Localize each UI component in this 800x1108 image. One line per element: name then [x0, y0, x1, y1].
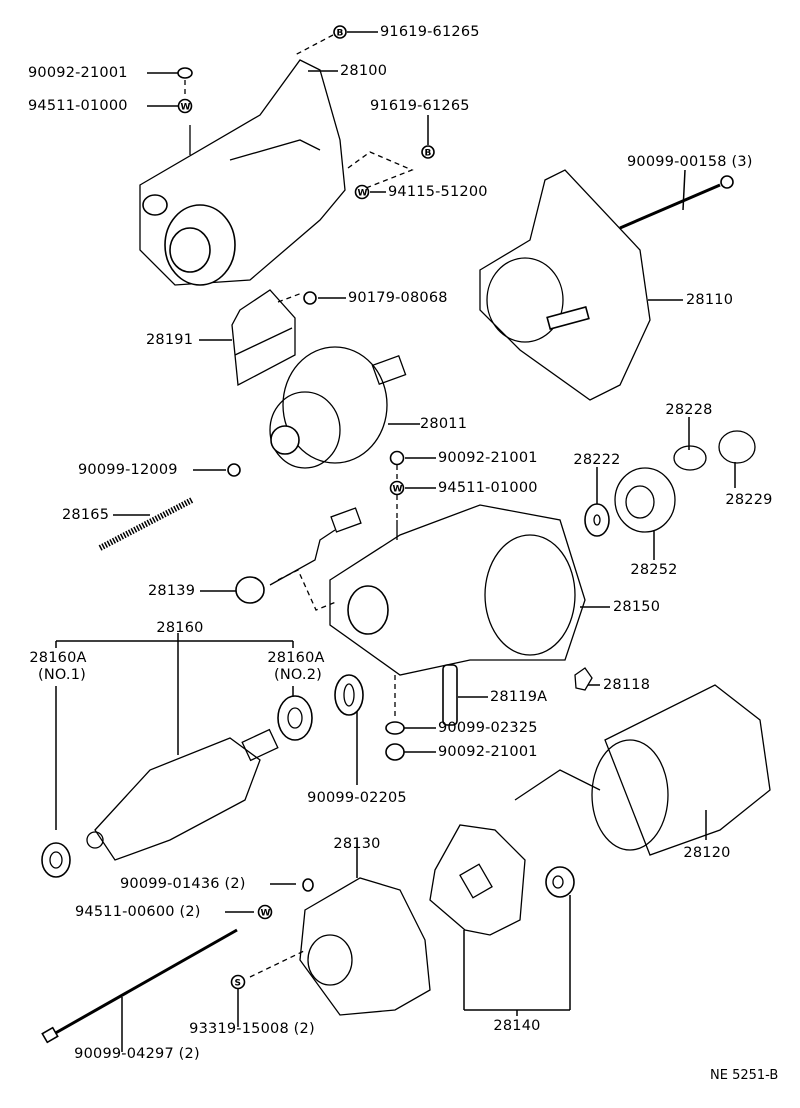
part-28130-end-frame[interactable]	[299, 877, 431, 1016]
label-90179-08068[interactable]: 90179-08068	[348, 290, 448, 306]
label-28160A-no1-sub[interactable]: (NO.1)	[37, 667, 87, 683]
part-28160A-no1-bearing[interactable]	[41, 842, 71, 878]
washer-marker-icon: W	[358, 189, 368, 199]
label-94511-01000-mid[interactable]: 94511-01000	[438, 480, 538, 496]
label-28100[interactable]: 28100	[340, 63, 388, 79]
part-28222-washer[interactable]	[584, 503, 610, 537]
label-28228[interactable]: 28228	[665, 402, 713, 418]
label-28165[interactable]: 28165	[62, 507, 110, 523]
label-90099-00158[interactable]: 90099-00158 (3)	[627, 154, 753, 170]
label-28222[interactable]: 28222	[573, 452, 621, 468]
part-28150-solenoid-housing[interactable]	[329, 504, 586, 676]
label-94115-51200[interactable]: 94115-51200	[388, 184, 488, 200]
label-90099-01436[interactable]: 90099-01436 (2)	[120, 876, 246, 892]
diagram-reference-code: NE 5251-B	[710, 1068, 779, 1083]
label-90099-02325[interactable]: 90099-02325	[438, 720, 538, 736]
part-28160-armature[interactable]	[86, 728, 279, 861]
label-28160A-no2[interactable]: 28160A	[267, 650, 325, 666]
part-28252-gear[interactable]	[614, 467, 676, 533]
part-28100-starter-assembly[interactable]	[139, 59, 346, 286]
label-28011[interactable]: 28011	[420, 416, 468, 432]
part-28139-lead-wire[interactable]	[235, 507, 362, 604]
part-28110-housing[interactable]	[479, 169, 651, 401]
label-90092-21001-top[interactable]: 90092-21001	[28, 65, 128, 81]
part-28228-rollers[interactable]	[673, 445, 707, 471]
label-94511-00600[interactable]: 94511-00600 (2)	[75, 904, 201, 920]
label-90099-02205[interactable]: 90099-02205	[307, 790, 407, 806]
label-91619-61265-top[interactable]: 91619-61265	[380, 24, 480, 40]
part-28140-brush-holder[interactable]	[429, 824, 526, 936]
label-90099-12009[interactable]: 90099-12009	[78, 462, 178, 478]
label-28160A-no2-sub[interactable]: (NO.2)	[273, 667, 323, 683]
label-28139[interactable]: 28139	[148, 583, 196, 599]
part-28011-clutch[interactable]	[269, 346, 407, 469]
screw-marker-icon: S	[235, 979, 241, 989]
part-28160A-no2-bearing[interactable]	[277, 695, 313, 741]
label-91619-61265-mid[interactable]: 91619-61265	[370, 98, 470, 114]
label-28191[interactable]: 28191	[146, 332, 194, 348]
label-90099-04297[interactable]: 90099-04297 (2)	[74, 1046, 200, 1062]
label-28120[interactable]: 28120	[683, 845, 731, 861]
label-28130[interactable]: 28130	[333, 836, 381, 852]
part-90099-02205-seal[interactable]	[334, 674, 364, 716]
part-28229-retainer[interactable]	[718, 430, 756, 464]
label-28118[interactable]: 28118	[603, 677, 651, 693]
part-28165-spring[interactable]	[98, 497, 194, 551]
label-28160A-no1[interactable]: 28160A	[29, 650, 87, 666]
label-28229[interactable]: 28229	[725, 492, 773, 508]
part-28191-bracket[interactable]	[231, 289, 296, 387]
label-28252[interactable]: 28252	[630, 562, 678, 578]
part-28119A-plunger[interactable]	[442, 664, 458, 726]
part-90099-04297-through-bolt[interactable]	[41, 928, 238, 1044]
label-90092-21001-low[interactable]: 90092-21001	[438, 744, 538, 760]
part-90099-00158-bolt[interactable]	[619, 175, 734, 230]
part-28120-yoke[interactable]	[514, 684, 771, 856]
part-28140-bearing[interactable]	[545, 866, 575, 898]
washer-marker-icon: W	[261, 909, 271, 919]
label-90092-21001-mid[interactable]: 90092-21001	[438, 450, 538, 466]
fastener-markers: B W B W W W S	[177, 25, 435, 990]
label-94511-01000-top[interactable]: 94511-01000	[28, 98, 128, 114]
label-93319-15008[interactable]: 93319-15008 (2)	[189, 1021, 315, 1037]
label-28119A[interactable]: 28119A	[490, 689, 548, 705]
washer-marker-icon: W	[181, 103, 191, 113]
leader-lines	[55, 31, 736, 1052]
bolt-marker-icon: B	[337, 29, 344, 39]
label-28110[interactable]: 28110	[686, 292, 734, 308]
bolt-marker-icon: B	[425, 149, 432, 159]
label-28140[interactable]: 28140	[493, 1018, 541, 1034]
label-28160[interactable]: 28160	[156, 620, 204, 636]
part-28118-clip[interactable]	[574, 667, 593, 691]
label-28150[interactable]: 28150	[613, 599, 661, 615]
washer-marker-icon: W	[393, 485, 403, 495]
